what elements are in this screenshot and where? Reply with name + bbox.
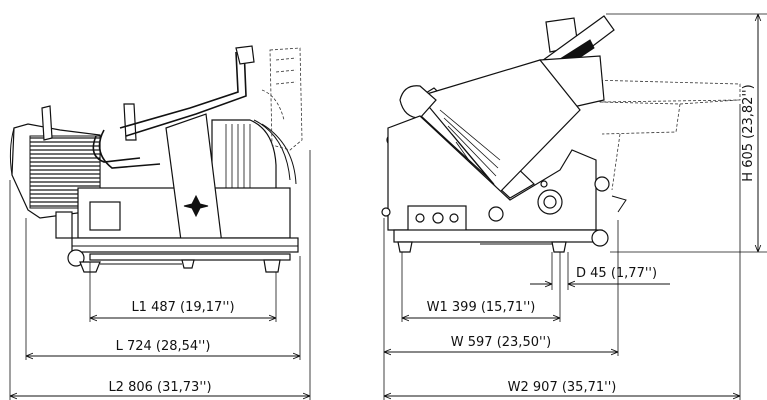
dimension-lines — [9, 13, 767, 400]
side-view-slicer — [381, 15, 741, 253]
dim-h-label: H 605 (23,82'') — [741, 84, 756, 181]
dim-l2-label: L2 806 (31,73'') — [108, 380, 211, 395]
dimension-labels: L1 487 (19,17'') L 724 (28,54'') L2 806 … — [108, 84, 756, 395]
dim-l1-label: L1 487 (19,17'') — [131, 300, 234, 315]
dim-w-label: W 597 (23,50'') — [451, 335, 551, 350]
front-view-slicer — [9, 45, 303, 273]
dim-w2-label: W2 907 (35,71'') — [508, 380, 617, 395]
dim-d-label: D 45 (1,77'') — [576, 266, 657, 281]
housing-hatch — [225, 124, 251, 188]
dim-l-label: L 724 (28,54'') — [116, 339, 211, 354]
dim-w1-label: W1 399 (15,71'') — [427, 300, 536, 315]
